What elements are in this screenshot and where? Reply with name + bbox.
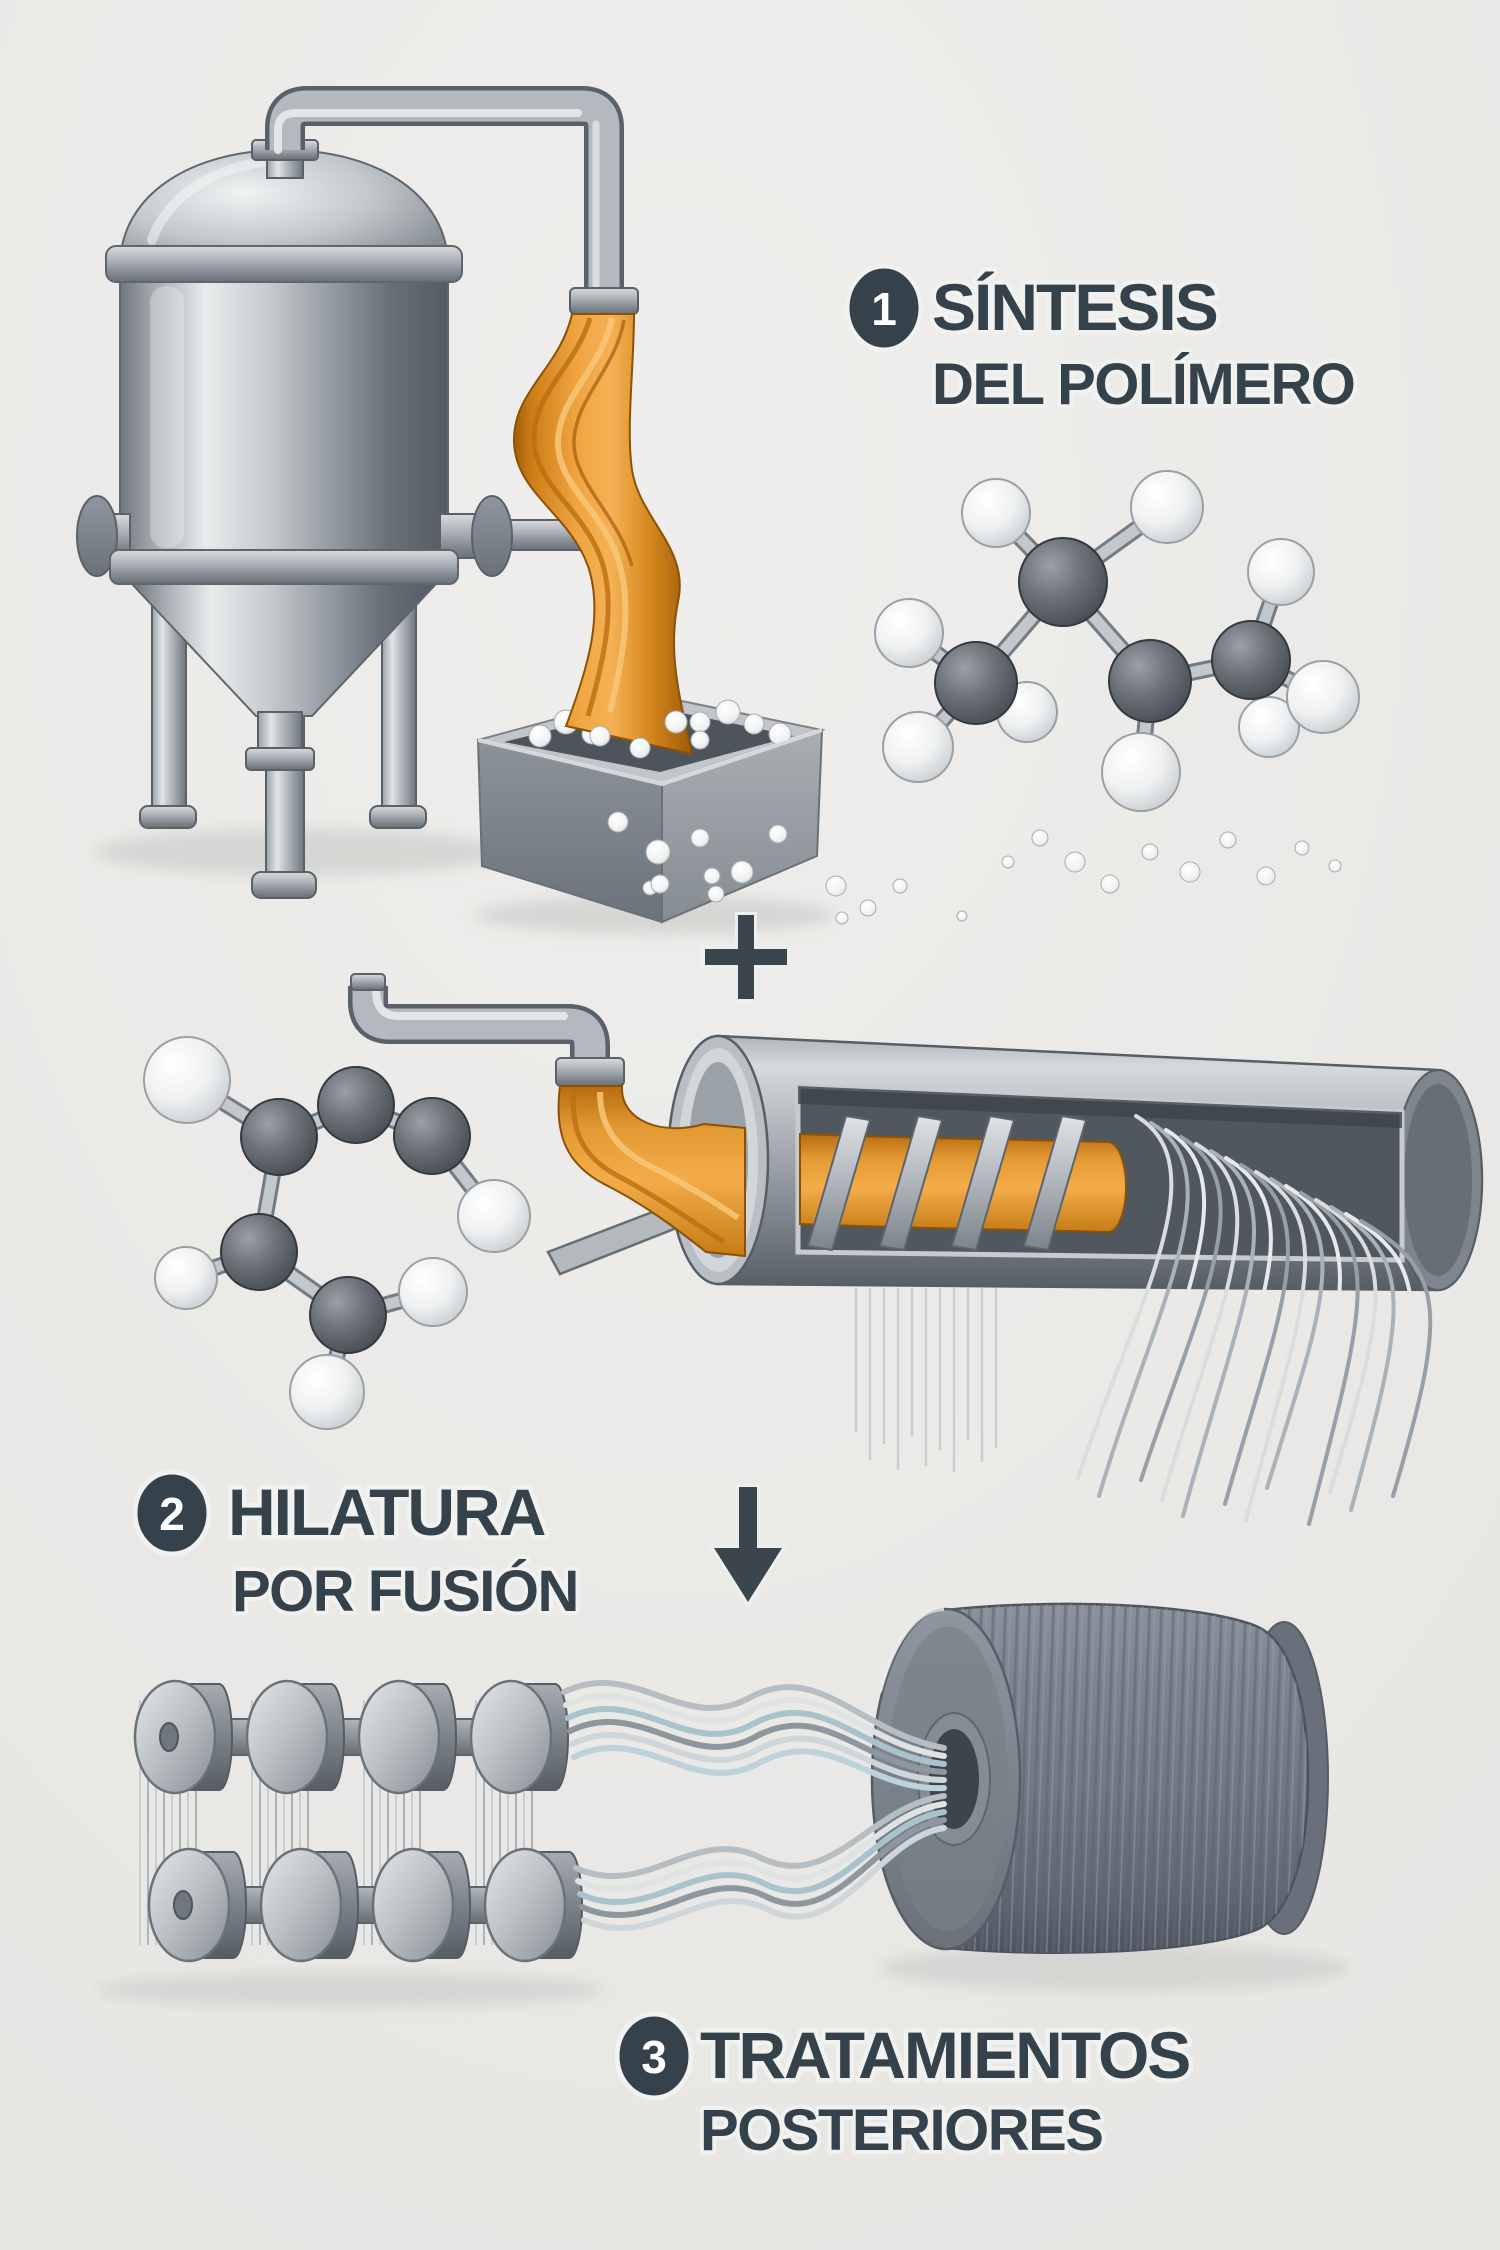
- fiber-curtain: [854, 1288, 998, 1472]
- carbon-atom: [1108, 639, 1192, 723]
- step1-label: 1 SÍNTESIS DEL POLÍMERO: [844, 263, 1360, 421]
- step1-title-line1: SÍNTESIS: [932, 270, 1217, 344]
- extruded-fibers: [854, 1114, 1433, 1530]
- screw-flights: [806, 1114, 1088, 1252]
- carbon-atom: [1211, 620, 1291, 700]
- step1-scene: 1 SÍNTESIS DEL POLÍMERO: [76, 86, 1360, 935]
- carbon-atom: [393, 1097, 471, 1175]
- hydrogen-atom: [882, 711, 954, 783]
- step2-number-badge: [132, 1469, 212, 1557]
- step1-title-line2: DEL POLÍMERO: [932, 352, 1354, 417]
- hydrogen-atom: [961, 478, 1031, 548]
- pellet-tray-front: [476, 728, 824, 924]
- scattered-pellets: [607, 811, 1342, 925]
- step2-title-line1: HILATURA: [228, 1475, 545, 1549]
- fiber-fan: [1076, 1114, 1433, 1530]
- hydrogen-atom: [143, 1036, 231, 1124]
- step2-title-line2: POR FUSIÓN: [232, 1559, 578, 1624]
- hydrogen-atom: [1286, 660, 1360, 734]
- step2-scene: 2 HILATURA POR FUSIÓN: [132, 973, 1484, 1628]
- hydrogen-atom: [457, 1179, 531, 1253]
- carbon-atom: [317, 1066, 395, 1144]
- plus-icon: [702, 912, 790, 1002]
- carbon-atom: [934, 641, 1018, 725]
- arrow-down-icon: [708, 1484, 788, 1608]
- hydrogen-atom: [154, 1246, 218, 1310]
- hydrogen-atom: [1101, 732, 1181, 812]
- take-up-spool: [870, 1602, 1329, 1954]
- carbon-atom: [240, 1098, 318, 1176]
- step2-label: 2 HILATURA POR FUSIÓN: [132, 1469, 583, 1628]
- melt-extruder: [666, 1034, 1484, 1292]
- overhead-pipe: [251, 86, 639, 315]
- carbon-atom: [309, 1276, 387, 1354]
- step3-scene: 3 TRATAMIENTOS POSTERIORES: [95, 1602, 1350, 2167]
- reactor-tank: [76, 86, 835, 935]
- step3-number: 3: [641, 2031, 667, 2083]
- fiber-strands: [561, 1680, 947, 1932]
- hydrogen-atom: [289, 1354, 365, 1430]
- molecule-model-monomer: [874, 470, 1360, 812]
- hydrogen-atom: [398, 1257, 468, 1327]
- pellet-splash: [589, 710, 710, 759]
- tank-side-nozzles: [76, 495, 581, 577]
- carbon-atom: [220, 1213, 298, 1291]
- molten-polymer-stream: [512, 313, 694, 756]
- hydrogen-atom: [1238, 696, 1300, 758]
- hydrogen-atom: [1247, 538, 1315, 606]
- draw-rollers: [133, 1679, 584, 1963]
- step3-title-line1: TRATAMIENTOS: [700, 2018, 1189, 2092]
- step3-title-line2: POSTERIORES: [700, 2098, 1102, 2163]
- step1-number: 1: [871, 283, 897, 335]
- molecule-model-polymer-unit: [143, 1036, 531, 1430]
- step1-number-badge: [844, 263, 924, 353]
- carbon-atom: [1018, 537, 1108, 627]
- hydrogen-atom: [1130, 470, 1204, 544]
- step2-number: 2: [159, 1488, 185, 1540]
- hydrogen-atom: [874, 598, 944, 668]
- step3-number-badge: [614, 2011, 694, 2101]
- extruder-cutaway: [795, 1083, 1405, 1263]
- molten-polymer-stream-2: [557, 1085, 746, 1258]
- step3-label: 3 TRATAMIENTOS POSTERIORES: [614, 2011, 1196, 2167]
